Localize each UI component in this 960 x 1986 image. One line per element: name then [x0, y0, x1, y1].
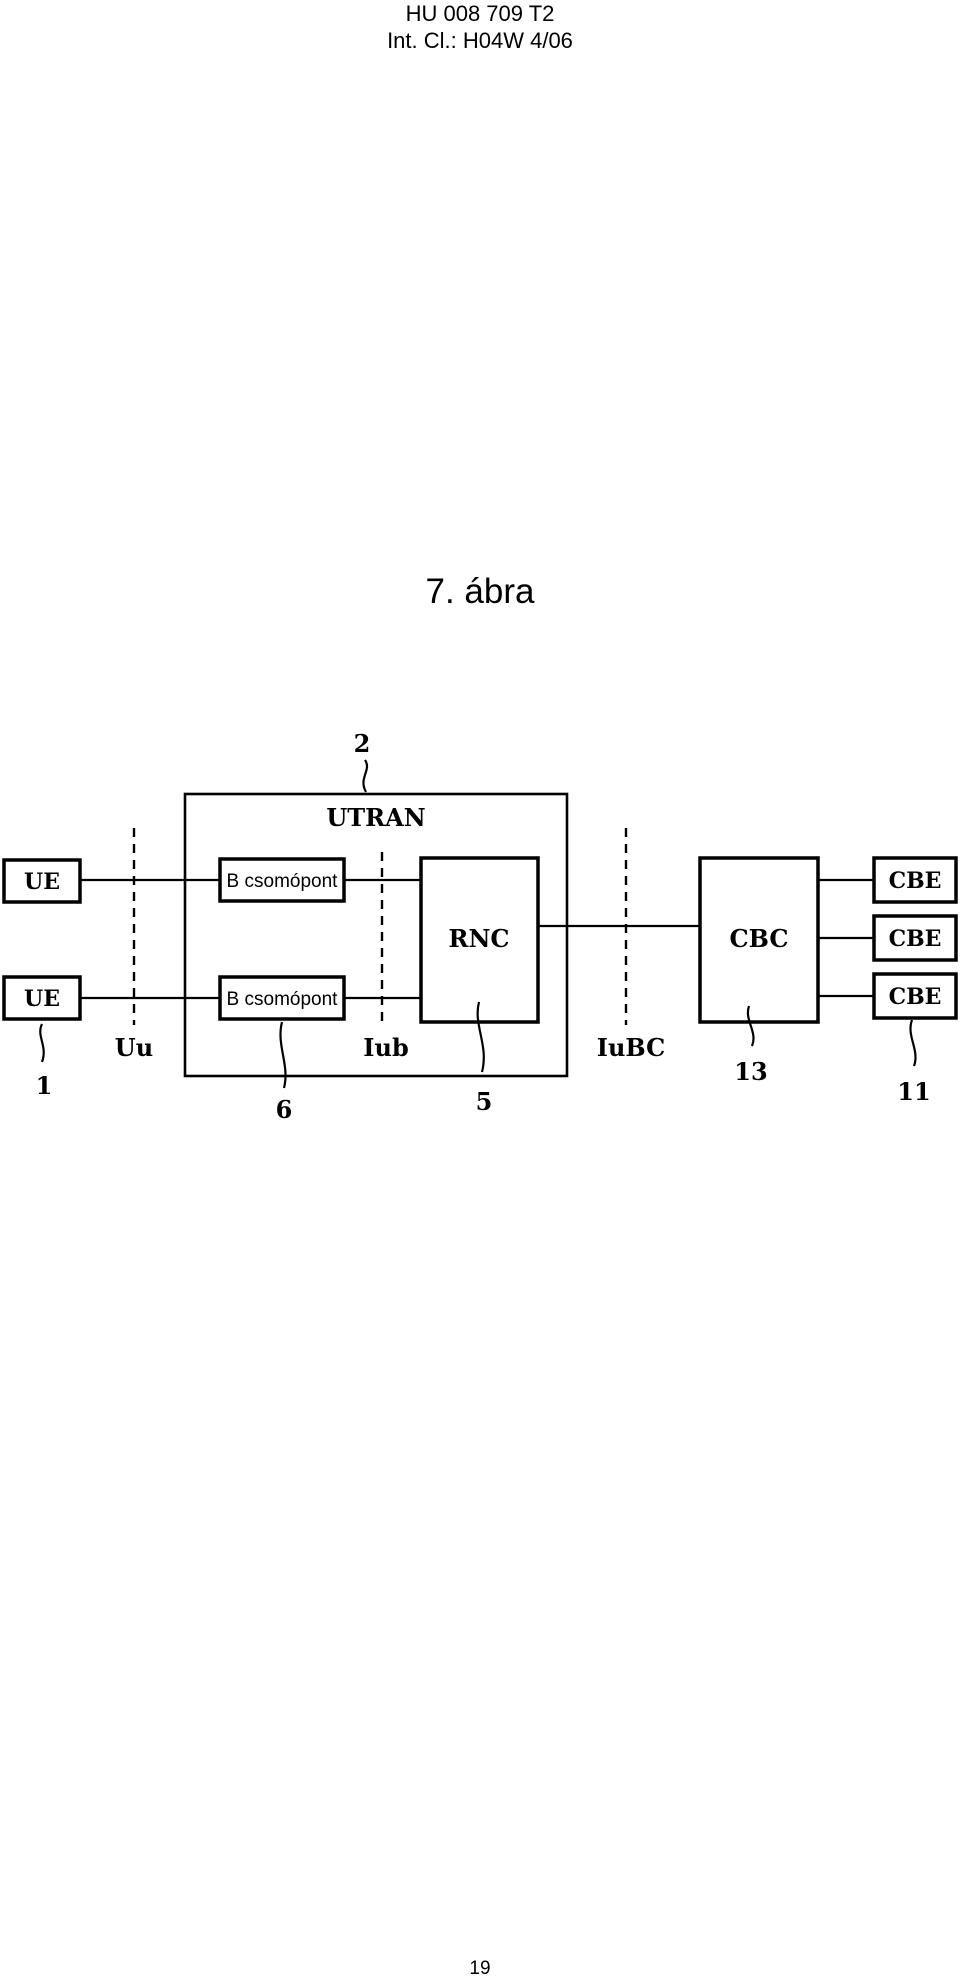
ref-rnc-leader	[476, 1001, 485, 1073]
rnc-box	[419, 856, 540, 1024]
utran-boundary	[183, 792, 569, 1078]
ref-cbe: 11	[897, 1077, 930, 1106]
cbe-3-box	[872, 972, 958, 1020]
ref-rnc: 5	[476, 1087, 493, 1116]
ref-utran-leader	[362, 759, 369, 793]
ref-ue: 1	[36, 1071, 53, 1100]
ue-bottom-box	[2, 975, 82, 1021]
ref-node-b-leader	[279, 1021, 287, 1089]
ref-cbe-leader	[909, 1019, 917, 1067]
cbe-2-label: CBE	[889, 926, 942, 952]
ref-ue-leader	[39, 1023, 45, 1063]
node-b-top-box	[218, 857, 346, 903]
iface-uu-label: Uu	[115, 1033, 153, 1062]
cbe-1-label: CBE	[889, 868, 942, 894]
utran-label: UTRAN	[326, 803, 425, 832]
ref-utran: 2	[354, 729, 371, 758]
figure-title: 7. ábra	[425, 572, 535, 611]
node-b-top-label: B csomópont	[227, 871, 339, 892]
cbe-3-label: CBE	[889, 984, 942, 1010]
patent-classification: Int. Cl.: H04W 4/06	[387, 28, 573, 53]
ue-top-label: UE	[24, 869, 60, 895]
cbc-label: CBC	[730, 924, 789, 953]
rnc-label: RNC	[449, 924, 510, 953]
ref-cbc: 13	[734, 1057, 767, 1086]
node-b-bottom-box	[218, 975, 346, 1021]
node-b-bottom-label: B csomópont	[227, 989, 339, 1010]
ref-node-b: 6	[276, 1095, 293, 1120]
patent-number: HU 008 709 T2	[405, 1, 555, 26]
ue-top-box	[2, 858, 82, 904]
patent-header: HU 008 709 T2 Int. Cl.: H04W 4/06	[0, 0, 960, 54]
cbc-box	[698, 856, 820, 1024]
iface-iub-label: Iub	[363, 1033, 408, 1062]
ref-cbc-leader	[746, 1005, 755, 1047]
ue-bottom-label: UE	[24, 986, 60, 1012]
iface-iubc-label: IuBC	[597, 1033, 666, 1062]
cbe-2-box	[872, 914, 958, 962]
network-diagram: UTRAN 2 UE UE B csomópont B csomópont RN…	[2, 729, 958, 1120]
page-number: 19	[469, 1958, 491, 1979]
cbe-1-box	[872, 856, 958, 904]
